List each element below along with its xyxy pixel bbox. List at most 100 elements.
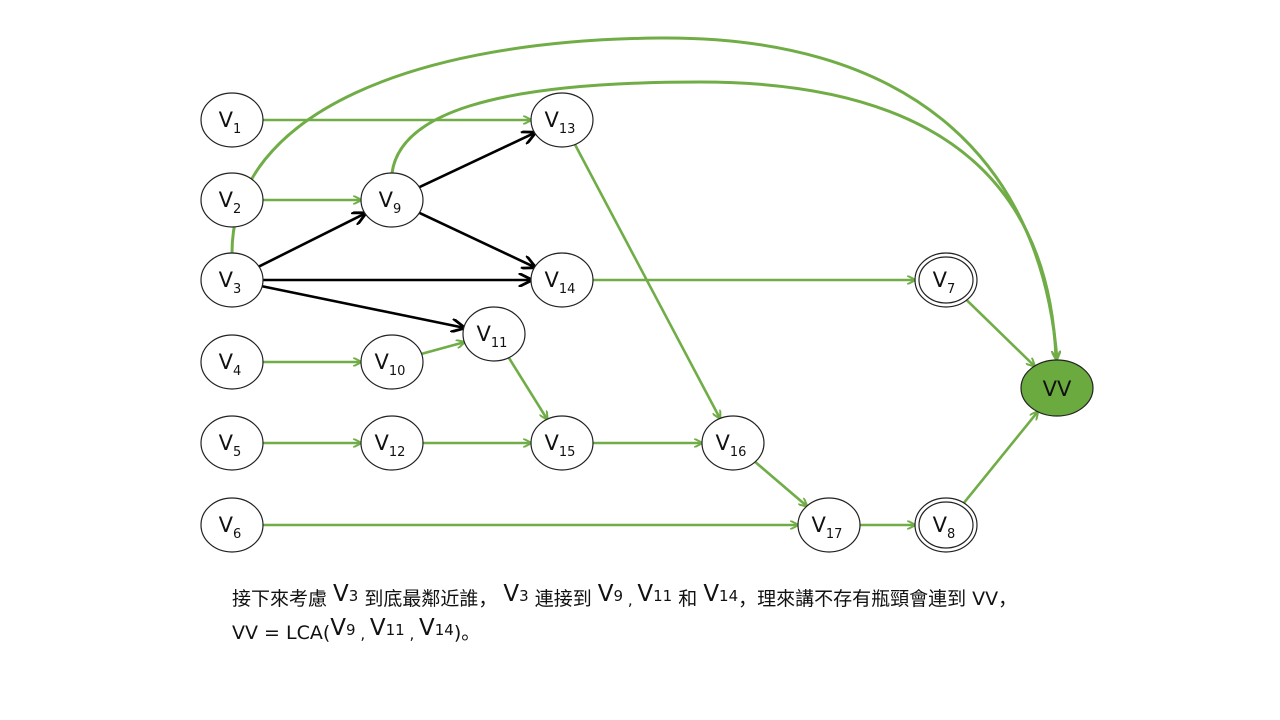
node-label-base: V bbox=[219, 350, 234, 374]
node-v4: V4 bbox=[200, 334, 264, 390]
node-v16: V16 bbox=[701, 415, 765, 471]
node-shape bbox=[797, 497, 861, 553]
caption-separator: , bbox=[355, 625, 370, 643]
var-base: V bbox=[369, 615, 386, 641]
node-label-base: V bbox=[375, 350, 390, 374]
var-base: V bbox=[333, 581, 349, 607]
node-label-sub: 4 bbox=[233, 364, 241, 379]
caption-var: V9 bbox=[598, 581, 623, 607]
node-shape bbox=[701, 415, 765, 471]
node-shape bbox=[914, 252, 978, 308]
node-label-base: V bbox=[545, 268, 560, 292]
node-v1: V1 bbox=[200, 92, 264, 148]
var-sub: 14 bbox=[719, 587, 739, 605]
node-shape bbox=[200, 92, 264, 148]
caption-var: V11 bbox=[637, 581, 672, 607]
var-sub: 9 bbox=[613, 587, 624, 605]
node-label-sub: 14 bbox=[559, 282, 576, 297]
var-sub: 14 bbox=[434, 621, 454, 639]
caption-var: V3 bbox=[503, 581, 528, 607]
node-shape bbox=[530, 252, 594, 308]
node-shape bbox=[530, 415, 594, 471]
node-v3: V3 bbox=[200, 252, 264, 308]
caption-separator: , bbox=[623, 591, 638, 609]
node-label-sub: 16 bbox=[730, 445, 747, 460]
node-v15: V15 bbox=[530, 415, 594, 471]
node-label: V1 bbox=[219, 108, 242, 137]
node-shape bbox=[200, 497, 264, 553]
caption-var: V3 bbox=[333, 581, 358, 607]
node-shape bbox=[1020, 359, 1094, 417]
var-base: V bbox=[419, 615, 435, 641]
edges-layer bbox=[230, 36, 1057, 525]
edge-v9-v13 bbox=[418, 133, 534, 189]
node-vv: VV bbox=[1020, 359, 1094, 417]
node-inner-ring bbox=[918, 501, 974, 549]
node-shape bbox=[200, 415, 264, 471]
edge-v9-vv bbox=[390, 80, 1056, 359]
node-v8: V8 bbox=[914, 497, 978, 553]
node-label-base: V bbox=[933, 513, 948, 537]
edge-v3-v9 bbox=[258, 213, 365, 268]
node-label: V17 bbox=[812, 513, 843, 542]
node-label: V7 bbox=[933, 268, 956, 297]
caption-text: 和 bbox=[672, 588, 704, 610]
node-shape bbox=[360, 334, 424, 390]
node-label-base: V bbox=[477, 322, 492, 346]
node-label-base: V bbox=[219, 188, 234, 212]
node-v13: V13 bbox=[530, 92, 594, 148]
edge-v16-v17 bbox=[754, 460, 807, 506]
node-label: V10 bbox=[375, 350, 406, 379]
var-sub: 3 bbox=[348, 587, 359, 605]
caption-text: VV = LCA( bbox=[232, 622, 331, 644]
node-v5: V5 bbox=[200, 415, 264, 471]
node-label-base: V bbox=[545, 431, 560, 455]
node-label-base: VV bbox=[1043, 377, 1072, 401]
node-label: V15 bbox=[545, 431, 576, 460]
caption: 接下來考慮 V3 到底最鄰近誰， V3 連接到 V9 , V11 和 V14，理… bbox=[232, 581, 1232, 650]
caption-text: )。 bbox=[453, 622, 481, 644]
edge-v3-vv bbox=[230, 36, 1057, 359]
node-label-base: V bbox=[545, 108, 560, 132]
caption-line-2: VV = LCA(V9 , V11 , V14)。 bbox=[232, 615, 1232, 650]
node-label: V3 bbox=[219, 268, 242, 297]
node-v9: V9 bbox=[360, 172, 424, 228]
node-label-sub: 2 bbox=[233, 202, 241, 217]
node-label-base: V bbox=[933, 268, 948, 292]
node-inner-ring bbox=[918, 256, 974, 304]
caption-text: 到底最鄰近誰， bbox=[358, 588, 504, 610]
node-v14: V14 bbox=[530, 252, 594, 308]
node-label-base: V bbox=[219, 268, 234, 292]
edge-v11-v15 bbox=[507, 357, 547, 420]
edge-v7-vv bbox=[965, 299, 1035, 366]
var-sub: 11 bbox=[653, 587, 673, 605]
node-label: V16 bbox=[716, 431, 747, 460]
node-shape bbox=[360, 415, 424, 471]
node-label-sub: 12 bbox=[389, 445, 406, 460]
node-label-base: V bbox=[219, 431, 234, 455]
node-label-sub: 5 bbox=[233, 445, 241, 460]
caption-separator: , bbox=[404, 625, 419, 643]
node-label: V9 bbox=[379, 188, 402, 217]
node-label-base: V bbox=[716, 431, 731, 455]
caption-var: V14 bbox=[703, 581, 738, 607]
caption-text: 連接到 bbox=[528, 588, 598, 610]
edge-v3-v11 bbox=[261, 284, 464, 328]
caption-line-1: 接下來考慮 V3 到底最鄰近誰， V3 連接到 V9 , V11 和 V14，理… bbox=[232, 581, 1232, 616]
node-label: V4 bbox=[219, 350, 242, 379]
node-v6: V6 bbox=[200, 497, 264, 553]
edge-v13-v16 bbox=[573, 143, 720, 419]
node-label: V8 bbox=[933, 513, 956, 542]
node-label-base: V bbox=[219, 513, 234, 537]
node-label-base: V bbox=[219, 108, 234, 132]
node-label-sub: 17 bbox=[826, 527, 843, 542]
var-sub: 3 bbox=[519, 587, 529, 605]
node-label: VV bbox=[1043, 377, 1072, 401]
node-label-sub: 1 bbox=[233, 122, 241, 137]
var-base: V bbox=[503, 581, 520, 607]
var-sub: 11 bbox=[385, 621, 405, 639]
node-label-sub: 15 bbox=[559, 445, 576, 460]
caption-text: 接下來考慮 bbox=[232, 588, 334, 610]
